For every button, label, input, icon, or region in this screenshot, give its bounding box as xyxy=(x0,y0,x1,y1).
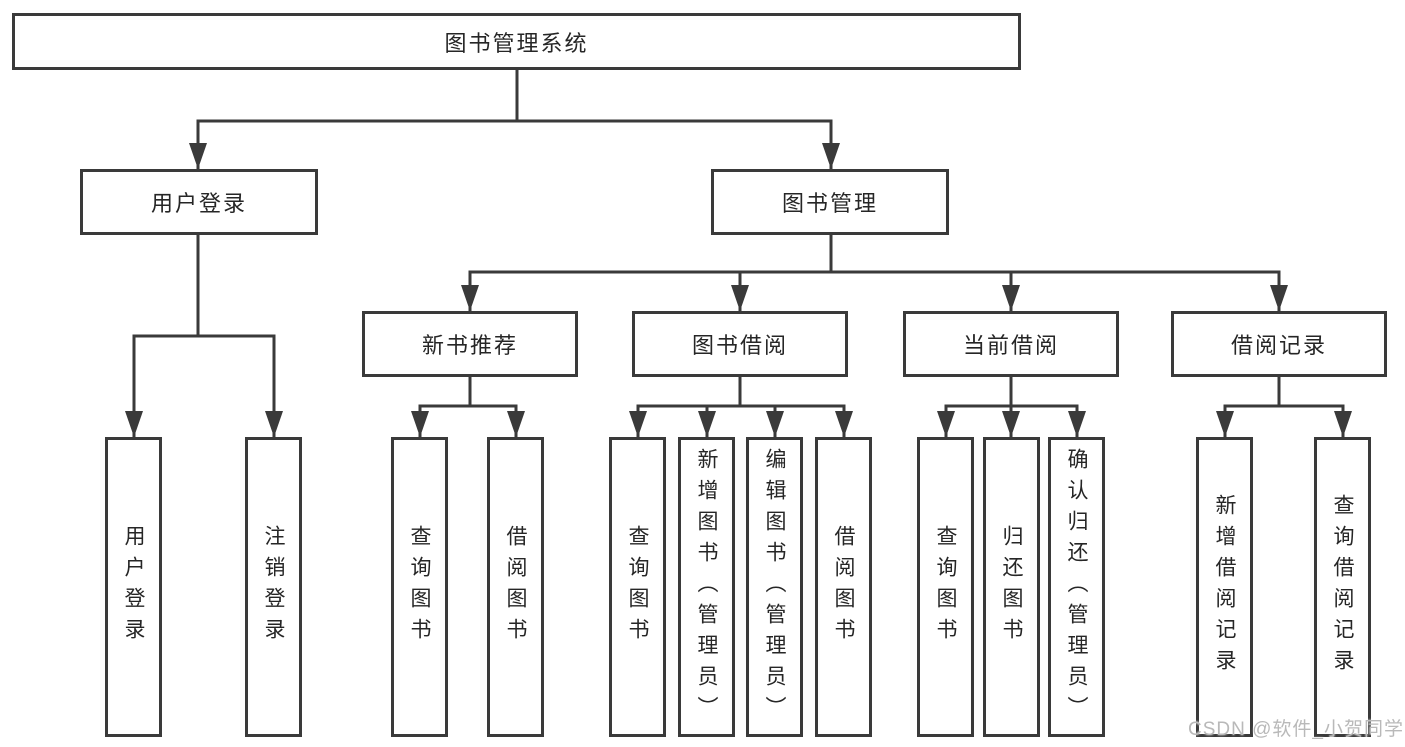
leaf-label: 新增借阅记录 xyxy=(1213,494,1236,680)
node-borrowing-records: 借阅记录 xyxy=(1171,311,1387,377)
node-book-management: 图书管理 xyxy=(711,169,949,235)
connectors-user-login xyxy=(125,233,283,439)
leaf-label: 编辑图书（管理员） xyxy=(763,447,786,727)
connectors-book-management xyxy=(461,233,1288,313)
leaf-edit-books-admin: 编辑图书（管理员） xyxy=(746,437,803,737)
leaf-query-books-recommend: 查询图书 xyxy=(391,437,448,737)
leaf-borrow-books: 借阅图书 xyxy=(815,437,872,737)
leaf-label: 注销登录 xyxy=(262,525,285,649)
node-user-login: 用户登录 xyxy=(80,169,318,235)
node-library-system: 图书管理系统 xyxy=(12,13,1021,70)
leaf-logout: 注销登录 xyxy=(245,437,302,737)
leaf-label: 新增图书（管理员） xyxy=(695,447,718,727)
node-new-book-recommend: 新书推荐 xyxy=(362,311,578,377)
csdn-watermark: CSDN @软件_小贺同学 xyxy=(1188,719,1404,740)
connectors-root xyxy=(189,68,840,171)
leaf-label: 借阅图书 xyxy=(504,525,527,649)
leaf-label: 查询图书 xyxy=(934,525,957,649)
leaf-label: 归还图书 xyxy=(1000,525,1023,649)
leaf-return-books: 归还图书 xyxy=(983,437,1040,737)
connectors-current-borrowing xyxy=(937,375,1086,439)
leaf-label: 查询借阅记录 xyxy=(1331,494,1354,680)
leaf-borrow-books-recommend: 借阅图书 xyxy=(487,437,544,737)
leaf-confirm-return-admin: 确认归还（管理员） xyxy=(1048,437,1105,737)
node-book-borrowing: 图书借阅 xyxy=(632,311,848,377)
leaf-label: 查询图书 xyxy=(626,525,649,649)
connectors-book-borrowing xyxy=(629,375,853,439)
leaf-query-borrow-record: 查询借阅记录 xyxy=(1314,437,1371,737)
leaf-query-books-borrowing: 查询图书 xyxy=(609,437,666,737)
leaf-query-books-current: 查询图书 xyxy=(917,437,974,737)
node-current-borrowing: 当前借阅 xyxy=(903,311,1119,377)
leaf-label: 查询图书 xyxy=(408,525,431,649)
connectors-new-book-recommend xyxy=(411,375,525,439)
leaf-label: 借阅图书 xyxy=(832,525,855,649)
leaf-add-borrow-record: 新增借阅记录 xyxy=(1196,437,1253,737)
leaf-label: 用户登录 xyxy=(122,525,145,649)
leaf-label: 确认归还（管理员） xyxy=(1065,447,1088,727)
leaf-user-login: 用户登录 xyxy=(105,437,162,737)
leaf-add-books-admin: 新增图书（管理员） xyxy=(678,437,735,737)
connectors-borrowing-records xyxy=(1216,375,1352,439)
